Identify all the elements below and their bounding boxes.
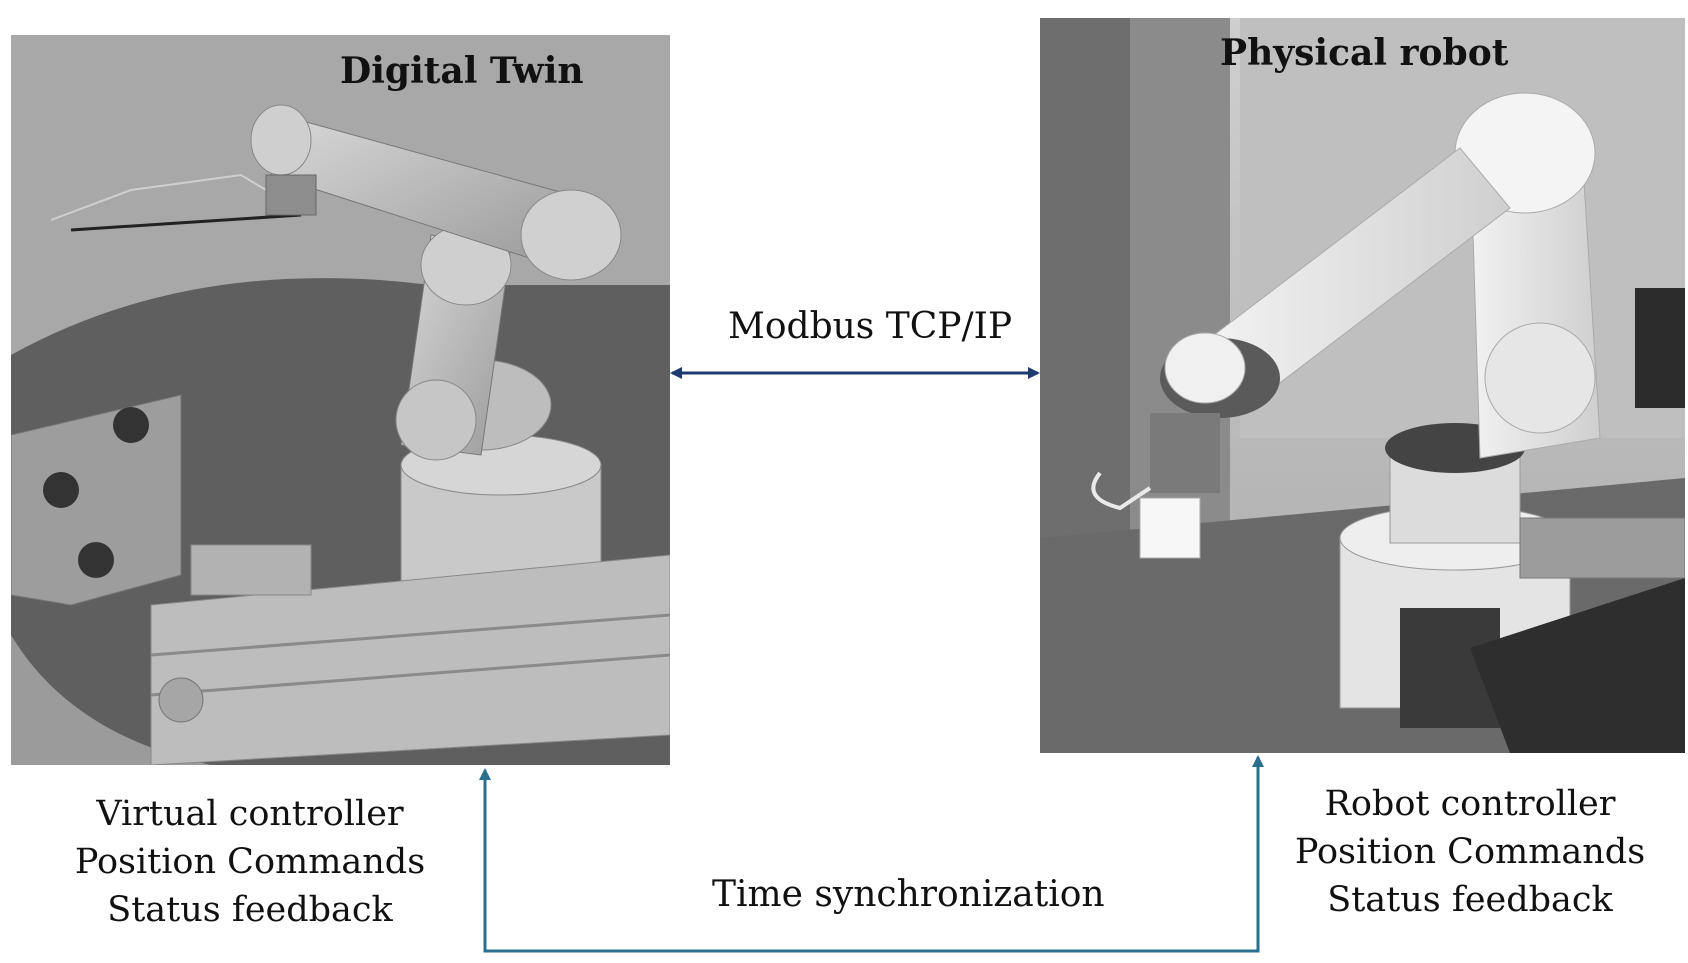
digital-twin-render-illustration — [11, 35, 670, 765]
dt-label-line: Virtual controller — [96, 794, 404, 834]
time-sync-arrow-right — [815, 755, 1264, 953]
dt-label-line: Position Commands — [74, 842, 426, 882]
digital-twin-image — [11, 35, 670, 765]
pr-label-line: Position Commands — [1294, 832, 1646, 872]
dt-label-line: Status feedback — [107, 890, 393, 930]
pr-label-line: Status feedback — [1327, 880, 1613, 920]
time-synchronization-label: Time synchronization — [712, 874, 1105, 915]
modbus-label: Modbus TCP/IP — [728, 306, 1013, 347]
time-sync-arrow-left — [479, 768, 815, 953]
physical-robot-image — [1040, 18, 1685, 753]
physical-robot-photo-illustration — [1040, 18, 1685, 753]
digital-twin-title: Digital Twin — [340, 50, 584, 92]
pr-label-line: Robot controller — [1324, 784, 1616, 824]
robot-controller-labels: Robot controller Position Commands Statu… — [1270, 780, 1670, 924]
physical-robot-title: Physical robot — [1220, 32, 1509, 74]
virtual-controller-labels: Virtual controller Position Commands Sta… — [40, 790, 460, 934]
